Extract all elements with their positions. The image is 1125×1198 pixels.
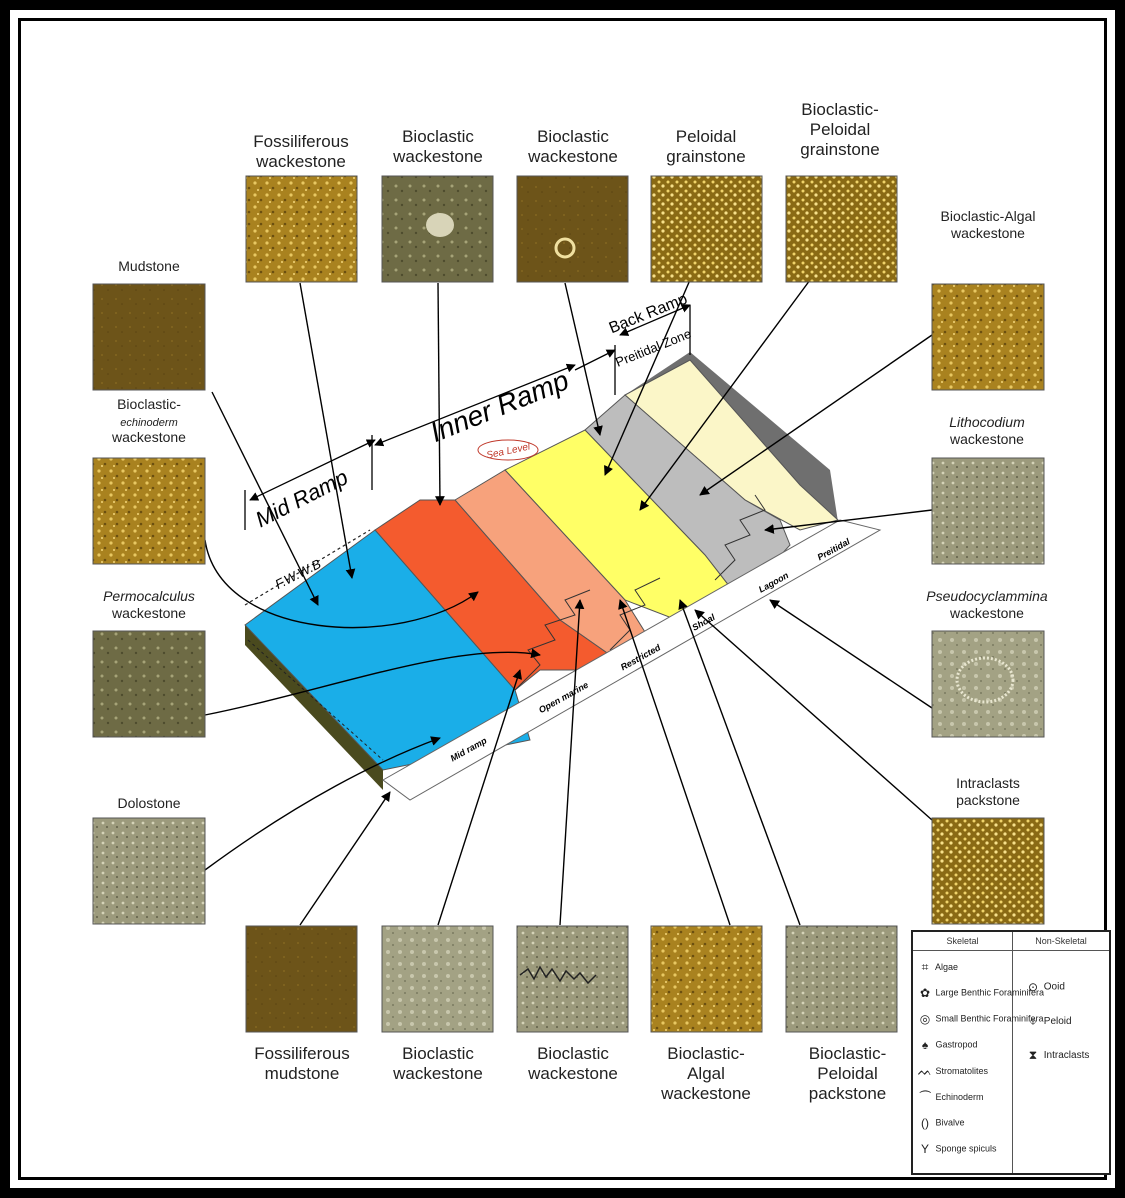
label-dolostone: Dolostone	[93, 795, 205, 812]
arrow-intraclasts	[695, 610, 932, 820]
legend-item-gastropod: ♠ Gastropod	[917, 1038, 978, 1052]
legend-item-label: Echinoderm	[933, 1092, 984, 1102]
legend-item-label: Bivalve	[933, 1117, 965, 1127]
label-bioclastic-peloidal-grainstone: Bioclastic-Peloidal grainstone	[784, 100, 896, 160]
arrow-pseudocyclammina	[770, 600, 932, 708]
label-bioclastic-wackestone-b2: Bioclastic wackestone	[518, 1044, 628, 1084]
legend-nonskeletal-header: Non-Skeletal	[1013, 932, 1109, 951]
legend-item-label: Intraclasts	[1041, 1050, 1089, 1061]
label-bioclastic-echinoderm-line3: wackestone	[112, 429, 186, 445]
arrow-bioclastic-wackestone-1	[438, 283, 440, 505]
legend-divider	[1012, 932, 1013, 1173]
legend-item-label: Ooid	[1041, 982, 1065, 993]
label-bioclastic-echinoderm-line1: Bioclastic-	[117, 396, 181, 412]
arrow-fossiliferous-mudstone	[300, 792, 390, 925]
label-bioclastic-algal-bottom: Bioclastic-Algal wackestone	[651, 1044, 761, 1104]
sponge-spicule-icon: Y	[917, 1142, 933, 1156]
label-bioclastic-wackestone-2: Bioclastic wackestone	[518, 127, 628, 167]
legend-box: Skeletal Non-Skeletal ⌗ Algae✿ Large Ben…	[911, 930, 1111, 1175]
label-fossiliferous-wackestone: Fossiliferous wackestone	[241, 132, 361, 172]
label-permocalculus-line1: Permocalculus	[103, 588, 195, 604]
legend-item-peloid: ⌽ Peloid	[1025, 1014, 1072, 1029]
legend-item-label: Peloid	[1041, 1016, 1072, 1027]
arrow-bioclastic-algal-bottom	[620, 600, 730, 925]
stromatolite-icon: ᨓ	[917, 1064, 933, 1079]
label-peloidal-grainstone: Peloidal grainstone	[651, 127, 761, 167]
small-foram-icon: ◎	[917, 1012, 933, 1026]
label-pseudocyclammina-line1: Pseudocyclammina	[926, 588, 1047, 604]
legend-item-bivalve: () Bivalve	[917, 1116, 965, 1130]
bivalve-icon: ()	[917, 1116, 933, 1130]
legend-item-label: Sponge spiculs	[933, 1143, 997, 1153]
label-pseudocyclammina-line2: wackestone	[950, 605, 1024, 621]
intraclast-icon: ⧗	[1025, 1048, 1041, 1063]
ooid-icon: ⊙	[1025, 980, 1041, 994]
label-bioclastic-peloidal-packstone: Bioclastic-Peloidal packstone	[790, 1044, 905, 1104]
legend-item-echinoderm: ⏜ Echinoderm	[917, 1090, 984, 1105]
label-lithocodium-line2: wackestone	[950, 431, 1024, 447]
algae-icon: ⌗	[917, 960, 933, 975]
echinoderm-icon: ⏜	[917, 1090, 933, 1105]
label-bioclastic-wackestone-1: Bioclastic wackestone	[383, 127, 493, 167]
label-mudstone: Mudstone	[93, 258, 205, 275]
label-permocalculus: Permocalculus wackestone	[88, 588, 210, 621]
arrow-fossiliferous-wackestone	[300, 283, 352, 578]
label-lithocodium-line1: Lithocodium	[949, 414, 1025, 430]
label-pseudocyclammina: Pseudocyclammina wackestone	[925, 588, 1049, 621]
legend-item-sponge-spicule: Y Sponge spiculs	[917, 1142, 997, 1156]
label-bioclastic-echinoderm-line2: echinoderm	[120, 417, 177, 429]
legend-item-label: Gastropod	[933, 1039, 978, 1049]
gastropod-icon: ♠	[917, 1038, 933, 1052]
label-bioclastic-wackestone-b1: Bioclastic wackestone	[383, 1044, 493, 1084]
label-intraclasts-packstone: Intraclasts packstone	[940, 775, 1036, 808]
arrow-bioclastic-peloidal-packstone	[680, 600, 800, 925]
legend-item-label: Stromatolites	[933, 1066, 988, 1076]
large-foram-icon: ✿	[917, 986, 933, 1000]
arrow-bioclastic-wackestone-2	[565, 283, 600, 435]
label-lithocodium: Lithocodium wackestone	[925, 414, 1049, 447]
label-bioclastic-echinoderm: Bioclastic- echinoderm wackestone	[88, 396, 210, 446]
inner-ramp-label: Inner Ramp	[426, 364, 573, 448]
label-permocalculus-line2: wackestone	[112, 605, 186, 621]
legend-item-algae: ⌗ Algae	[917, 960, 958, 975]
label-bioclastic-algal-right: Bioclastic-Algal wackestone	[940, 208, 1036, 241]
legend-item-label: Algae	[933, 962, 958, 972]
peloid-icon: ⌽	[1025, 1014, 1041, 1029]
legend-item-ooid: ⊙ Ooid	[1025, 980, 1065, 994]
label-fossiliferous-mudstone: Fossiliferous mudstone	[243, 1044, 361, 1084]
legend-item-stromatolite: ᨓ Stromatolites	[917, 1064, 988, 1079]
legend-skeletal-header: Skeletal	[913, 932, 1012, 951]
legend-item-intraclast: ⧗ Intraclasts	[1025, 1048, 1089, 1063]
